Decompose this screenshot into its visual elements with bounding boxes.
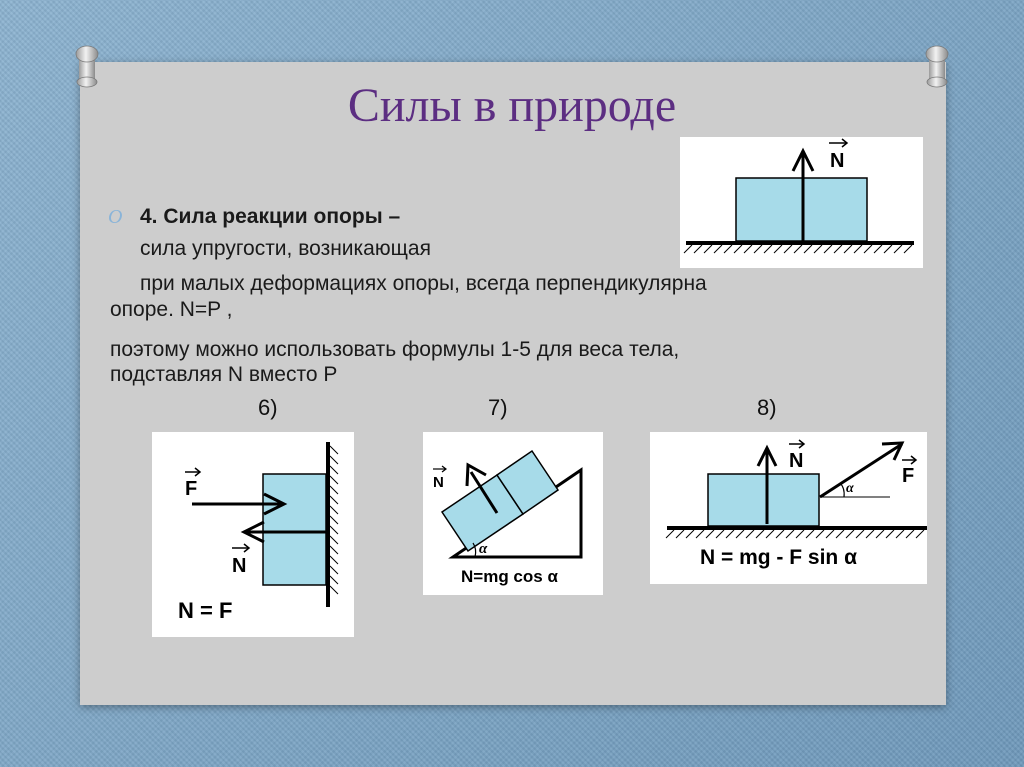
- text-line-2: сила упругости, возникающая: [140, 237, 431, 260]
- pushpin-right-icon: [925, 45, 949, 88]
- figure-6-wall: F N N = F: [152, 432, 354, 637]
- figure-8-force-label: F: [902, 465, 914, 487]
- figure-support-reaction: N: [680, 137, 923, 268]
- page-title: Силы в природе: [347, 79, 677, 132]
- figure-7-angle-label: α: [479, 541, 488, 557]
- figure-7-normal-label: N: [433, 474, 444, 491]
- figure-6-number: 6): [258, 395, 278, 420]
- heading-text: 4. Сила реакции опоры –: [140, 205, 401, 228]
- figure-6-force-label: F: [185, 478, 197, 500]
- figure-7-incline: N α N=mg cos α: [423, 432, 603, 595]
- figure-8-number: 8): [757, 395, 777, 420]
- figure-8-formula: N = mg - F sin α: [700, 546, 857, 569]
- figure-8-angle-label: α: [846, 481, 854, 496]
- pushpin-left-icon: [75, 45, 99, 88]
- figure-7-formula: N=mg cos α: [461, 567, 558, 586]
- text-line-3: при малых деформациях опоры, всегда перп…: [140, 272, 707, 295]
- text-line-5: поэтому можно использовать формулы 1-5 д…: [110, 338, 680, 361]
- text-line-6: подставляя N вместо P: [110, 363, 338, 386]
- top-normal-label: N: [830, 150, 844, 172]
- figure-7-number: 7): [488, 395, 508, 420]
- figure-6-normal-label: N: [232, 555, 246, 577]
- bullet-mark: O: [108, 206, 123, 228]
- figure-8-angled-force: N α F N = mg - F sin α: [650, 432, 927, 584]
- text-line-4: опоре. N=P ,: [110, 298, 233, 321]
- figure-8-normal-label: N: [789, 450, 803, 472]
- figure-6-formula: N = F: [178, 598, 232, 623]
